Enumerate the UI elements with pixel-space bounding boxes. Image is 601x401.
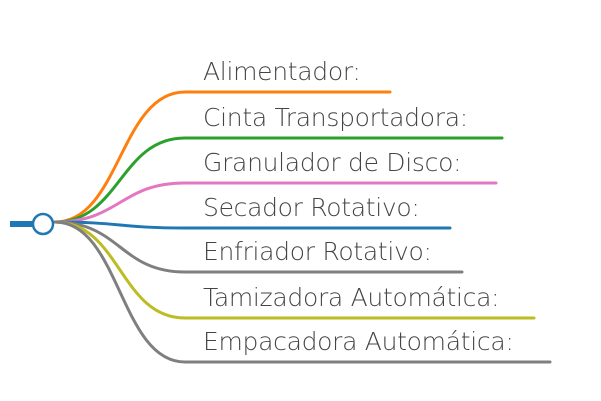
branch-label-empacadora-automatica[interactable]: Empacadora Automática: bbox=[203, 327, 514, 356]
branch-label-cinta-transportadora[interactable]: Cinta Transportadora: bbox=[203, 103, 468, 132]
branch-connector bbox=[53, 220, 552, 364]
branch-connector bbox=[53, 181, 498, 224]
branch-label-secador-rotativo[interactable]: Secador Rotativo: bbox=[203, 193, 420, 222]
branch-label-granulador-de-disco[interactable]: Granulador de Disco: bbox=[203, 148, 462, 177]
branch-connector bbox=[53, 220, 452, 230]
branch-label-enfriador-rotativo[interactable]: Enfriador Rotativo: bbox=[203, 237, 432, 266]
root-node[interactable] bbox=[31, 212, 55, 236]
branch-connector bbox=[53, 220, 536, 320]
branch-connector bbox=[53, 220, 464, 274]
branch-connector bbox=[53, 136, 504, 224]
branch-label-alimentador[interactable]: Alimentador: bbox=[203, 57, 361, 86]
branch-connector bbox=[53, 90, 392, 224]
branch-label-tamizadora-automatica[interactable]: Tamizadora Automática: bbox=[203, 283, 500, 312]
